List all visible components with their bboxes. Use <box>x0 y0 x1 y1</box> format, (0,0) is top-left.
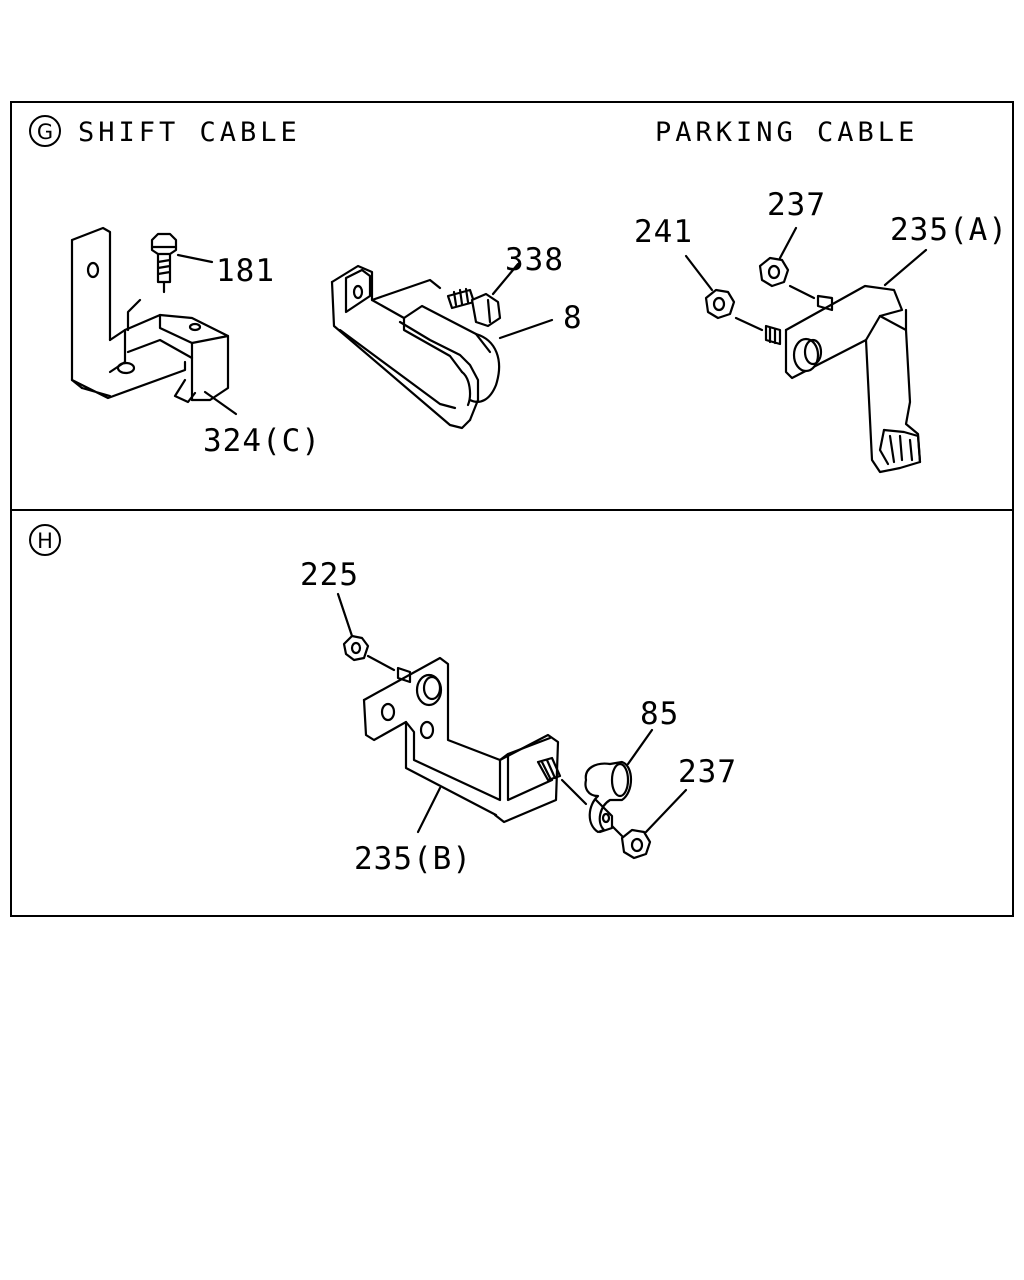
label-8: 8 <box>563 300 583 336</box>
label-235a: 235(A) <box>890 212 1008 248</box>
label-241: 241 <box>634 214 693 250</box>
label-237-a: 237 <box>767 187 826 223</box>
label-85: 85 <box>640 696 679 732</box>
bracket-235a <box>784 248 928 474</box>
label-324c: 324(C) <box>203 423 321 459</box>
leader-324c <box>203 390 238 416</box>
section-h-header: H <box>29 524 61 556</box>
section-g-frame <box>10 101 1014 511</box>
nut-225 <box>336 592 412 684</box>
parking-cable-title: PARKING CABLE <box>655 117 918 148</box>
label-181: 181 <box>216 253 275 289</box>
bolt-338 <box>446 262 554 340</box>
section-h-frame <box>10 509 1014 917</box>
label-338: 338 <box>505 242 564 278</box>
section-g-marker <box>29 115 61 147</box>
section-h-marker-letter: H <box>37 529 53 553</box>
shift-cable-title: SHIFT CABLE <box>78 117 301 148</box>
clamp-85 <box>536 728 654 834</box>
label-237-b: 237 <box>678 754 737 790</box>
bolt-181 <box>126 232 214 332</box>
nut-237-b <box>610 788 688 860</box>
section-g-marker-letter: G <box>37 120 53 144</box>
bracket-235b <box>362 656 560 834</box>
bracket-324c <box>70 226 230 404</box>
label-225: 225 <box>300 557 359 593</box>
label-235b: 235(B) <box>354 841 472 877</box>
nut-241 <box>684 254 782 346</box>
nut-237-a <box>758 226 834 312</box>
section-h-marker <box>29 524 61 556</box>
section-g-header: G SHIFT CABLE PARKING CABLE <box>29 115 918 148</box>
clip-8 <box>330 264 501 430</box>
